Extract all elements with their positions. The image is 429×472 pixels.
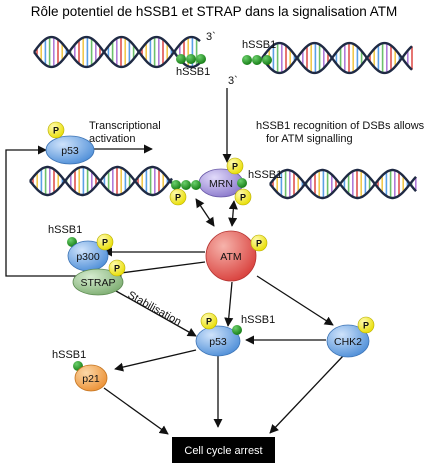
stabilisation-label: Stabilisation (126, 289, 184, 328)
dna-strand (29, 165, 173, 197)
prime3-label-middle: 3` (228, 75, 238, 87)
phospho-mrn-b: P (169, 188, 187, 206)
svg-text:P: P (102, 238, 108, 248)
p53-top-label: p53 (61, 145, 79, 157)
p21-node: p21 (74, 364, 108, 392)
svg-text:P: P (206, 317, 212, 327)
phospho-atm: P (250, 234, 268, 252)
arrow-atm-to-chk2 (256, 275, 334, 326)
dna-strand (33, 35, 201, 69)
dna-helix-top-right (261, 41, 413, 75)
strap-label: STRAP (80, 277, 115, 289)
transcriptional-activation-line2: activation (89, 133, 135, 145)
svg-text:P: P (256, 239, 262, 249)
cell-cycle-arrest-label: Cell cycle arrest (184, 445, 262, 457)
svg-text:P: P (240, 193, 246, 203)
p300-label: p300 (76, 251, 100, 263)
phospho-mrn-a: P (226, 157, 244, 175)
recognition-text-line2: for ATM signalling (266, 133, 353, 145)
transcriptional-activation-line1: Transcriptional (89, 120, 161, 132)
phospho-p53-center: P (200, 312, 218, 330)
atm-node: ATM (205, 230, 257, 282)
diagram-title: Rôle potentiel de hSSB1 et STRAP dans la… (31, 4, 397, 19)
hssb1-label-right: hSSB1 (242, 39, 276, 51)
dna-strand (261, 41, 413, 75)
recognition-text-line1: hSSB1 recognition of DSBs allows (256, 120, 425, 132)
hssb1-label-p21: hSSB1 (52, 349, 86, 361)
atm-label: ATM (220, 251, 241, 263)
arrow-atm-to-strap (112, 261, 206, 278)
arrow-chk2-to-arrest (269, 355, 344, 434)
hssb1-dots-left (176, 54, 206, 64)
dna-strand (261, 41, 413, 75)
phospho-p53-top: P (47, 121, 65, 139)
hssb1-label-p53: hSSB1 (241, 314, 275, 326)
prime3-label-top: 3` (206, 31, 216, 43)
p21-label: p21 (82, 373, 100, 385)
svg-text:P: P (53, 126, 59, 136)
hssb1-dots-mrn (171, 178, 247, 190)
phospho-strap: P (108, 259, 126, 277)
svg-text:P: P (363, 321, 369, 331)
svg-text:P: P (232, 162, 238, 172)
arrow-p21-to-arrest (103, 387, 169, 435)
hssb1-dots-right (242, 55, 272, 65)
chk2-node: CHK2 (326, 324, 370, 358)
dna-strand (269, 168, 417, 200)
svg-text:P: P (175, 193, 181, 203)
hssb1-label-left: hSSB1 (176, 66, 210, 78)
arrow-p53-to-p21 (114, 349, 197, 372)
chk2-label: CHK2 (334, 336, 362, 348)
hssb1-dot-p53 (232, 325, 242, 335)
dna-strand (269, 168, 417, 200)
hssb1-label-mrn: hSSB1 (248, 169, 282, 181)
dna-helix-top-left (33, 35, 201, 69)
strap-node: STRAP (72, 268, 124, 296)
dna-strand (33, 35, 201, 69)
dna-helix-middle (29, 165, 417, 200)
p53-node-center: p53 (195, 325, 241, 357)
mrn-label: MRN (209, 178, 233, 190)
p53-node-top: p53 (45, 135, 95, 165)
arrow-mrn-atm-left (195, 198, 215, 227)
arrow-strap-stabilisation-p53 (115, 290, 197, 337)
p53-center-label: p53 (209, 336, 227, 348)
cell-cycle-arrest-box: Cell cycle arrest (172, 437, 275, 463)
arrow-strap-feedback-to-p53 (5, 145, 86, 277)
dna-strand (29, 165, 173, 197)
arrow-mrn-atm-right (228, 200, 238, 227)
arrow-atm-to-p53 (224, 281, 234, 327)
svg-text:P: P (114, 264, 120, 274)
hssb1-label-p300: hSSB1 (48, 224, 82, 236)
phospho-chk2: P (357, 316, 375, 334)
phospho-mrn-c: P (234, 188, 252, 206)
p300-node: p300 (67, 240, 109, 272)
phospho-p300: P (96, 233, 114, 251)
